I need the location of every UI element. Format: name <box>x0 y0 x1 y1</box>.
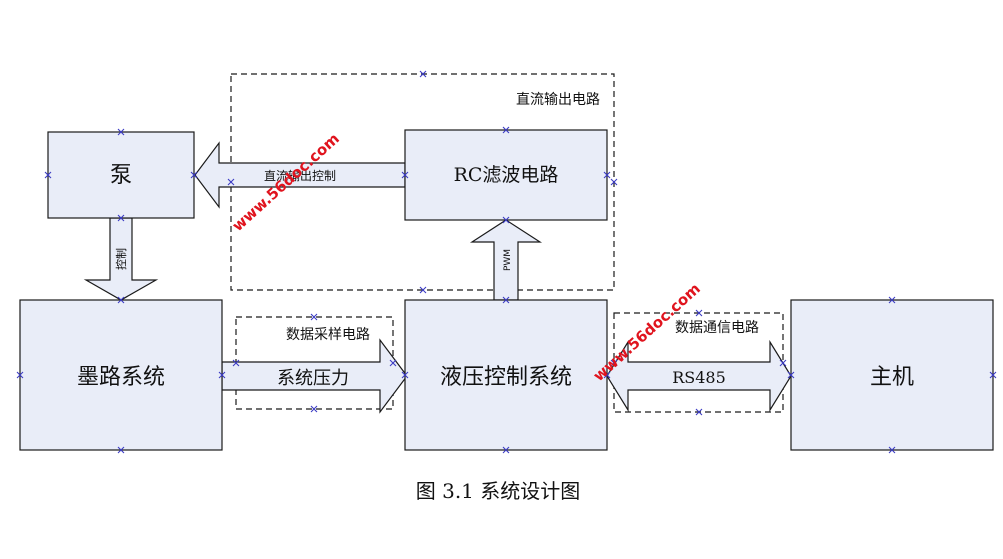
connection-marker <box>888 296 896 304</box>
connection-marker <box>989 371 997 379</box>
connection-marker <box>610 359 618 367</box>
arrow-pwm <box>469 219 543 301</box>
connection-marker <box>190 171 198 179</box>
connection-marker <box>610 178 618 186</box>
connection-marker <box>117 128 125 136</box>
connection-marker <box>787 371 795 379</box>
connection-marker <box>779 359 787 367</box>
region-data-comm-label: 数据通信电路 <box>675 320 759 336</box>
block-host-label: 主机 <box>870 365 914 390</box>
block-hydraulic <box>404 299 608 451</box>
connection-marker <box>502 296 510 304</box>
connection-marker <box>310 313 318 321</box>
figure-caption: 图 3.1 系统设计图 <box>416 479 581 503</box>
connection-marker <box>117 296 125 304</box>
arrow-pwm-label: PWM <box>503 249 513 271</box>
arrow-rs485-label: RS485 <box>672 368 726 387</box>
arrow-system-pressure <box>221 338 408 414</box>
connection-marker <box>44 171 52 179</box>
connection-marker <box>502 216 510 224</box>
connection-marker <box>227 178 235 186</box>
arrow-control <box>83 217 159 301</box>
connection-marker <box>603 171 611 179</box>
connection-marker <box>401 371 409 379</box>
connection-marker <box>310 405 318 413</box>
connection-markers <box>16 70 997 454</box>
connection-marker <box>16 371 24 379</box>
connection-marker <box>695 408 703 416</box>
connection-marker <box>502 446 510 454</box>
connection-marker <box>888 446 896 454</box>
connection-marker <box>117 446 125 454</box>
block-ink-system-label: 墨路系统 <box>77 365 165 390</box>
block-hydraulic-label: 液压控制系统 <box>440 365 572 390</box>
connection-marker <box>502 126 510 134</box>
arrow-control-label: 控制 <box>114 248 128 270</box>
connection-marker <box>117 214 125 222</box>
connection-marker <box>389 359 397 367</box>
connection-marker <box>419 70 427 78</box>
connection-marker <box>401 171 409 179</box>
connection-marker <box>419 286 427 294</box>
connection-marker <box>218 371 226 379</box>
block-rc-filter-label: RC滤波电路 <box>454 164 559 186</box>
block-pump-label: 泵 <box>110 163 132 188</box>
connection-marker <box>232 359 240 367</box>
arrow-dc-control-label: 直流输出控制 <box>264 168 336 183</box>
connection-marker <box>603 371 611 379</box>
arrow-system-pressure-label: 系统压力 <box>277 368 349 389</box>
connection-marker <box>695 309 703 317</box>
region-dc-output-label: 直流输出电路 <box>516 91 600 108</box>
arrow-dc-control <box>194 141 406 209</box>
region-data-sampling-label: 数据采样电路 <box>286 327 370 343</box>
